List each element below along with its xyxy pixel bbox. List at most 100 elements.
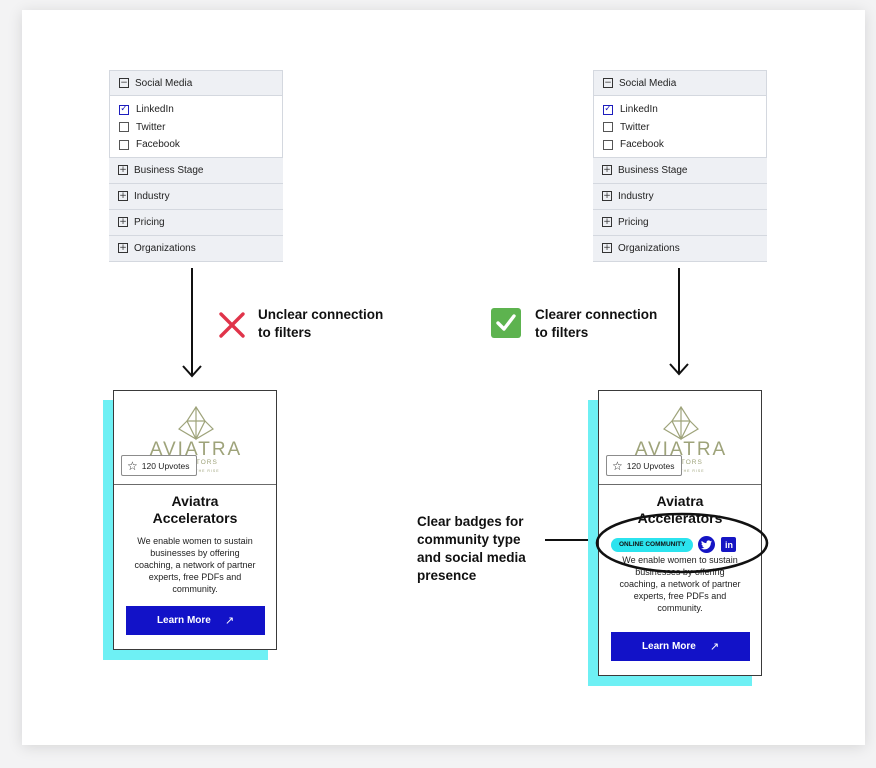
logo-tagline: N THE RISE [190, 469, 220, 473]
desc-line: We enable women to sustain [137, 536, 253, 546]
minus-icon[interactable]: − [603, 78, 613, 88]
filter-panel-right: − Social Media ✓ LinkedIn Twitter Faceboo… [593, 70, 767, 262]
checkbox-icon[interactable] [119, 122, 129, 133]
note-line: Clear badges for [417, 514, 524, 529]
plus-icon[interactable]: + [602, 191, 612, 201]
logo-subtext: ERATORS [665, 459, 703, 466]
accordion-business-stage[interactable]: + Business Stage [109, 157, 283, 184]
plus-icon[interactable]: + [118, 243, 128, 253]
card-title: Aviatra Accelerators [114, 493, 276, 527]
option-label: LinkedIn [136, 104, 174, 116]
desc-line: businesses by offering [150, 548, 240, 558]
star-icon: ☆ [612, 458, 623, 473]
accordion-label: Pricing [618, 216, 649, 228]
accordion-label: Organizations [618, 242, 680, 254]
note-line: community type [417, 532, 521, 547]
checkbox-icon[interactable] [603, 122, 613, 133]
company-card-left: AVIATRA ERATORS N THE RISE ☆ 120 Upvotes… [113, 390, 277, 650]
accordion-industry[interactable]: +Industry [109, 183, 283, 210]
plus-icon[interactable]: + [118, 191, 128, 201]
option-twitter[interactable]: Twitter [110, 119, 282, 137]
accordion-label: Industry [618, 190, 654, 202]
desc-line: coaching, a network of partner [619, 579, 741, 589]
accordion-label: Pricing [134, 216, 165, 228]
desc-line: community. [172, 584, 218, 594]
twitter-icon[interactable] [698, 536, 716, 553]
minus-icon[interactable]: − [119, 78, 129, 88]
note-clearer: Clearer connection to filters [535, 306, 657, 342]
option-label: Facebook [620, 139, 664, 151]
desc-line: experts, free PDFs and [148, 572, 242, 582]
option-label: Twitter [136, 121, 166, 133]
accordion-pricing[interactable]: + Pricing [109, 209, 283, 236]
option-linkedin[interactable]: ✓ LinkedIn [594, 101, 766, 119]
button-label: Learn More [641, 641, 696, 652]
accordion-social-media[interactable]: − Social Media [593, 70, 767, 96]
button-label: Learn More [156, 615, 211, 626]
accordion-pricing[interactable]: + Pricing [593, 209, 767, 236]
note-line: Unclear connection [258, 307, 384, 322]
upvote-count: 120 Upvotes [141, 460, 190, 471]
upvote-button[interactable]: ☆ 120 Upvotes [121, 455, 197, 476]
check-mark-icon [491, 308, 521, 338]
desc-line: community. [657, 603, 703, 613]
upvote-button[interactable]: ☆ 120 Upvotes [606, 455, 682, 476]
plus-icon[interactable]: + [118, 165, 128, 175]
accordion-label: Business Stage [134, 164, 204, 176]
title-line: Aviatra [656, 493, 704, 509]
checkbox-checked-icon[interactable]: ✓ [119, 104, 129, 115]
option-facebook[interactable]: Facebook [110, 136, 282, 154]
accordion-label: Social Media [135, 77, 193, 89]
social-media-options: ✓ LinkedIn Twitter Facebook [593, 96, 767, 158]
logo-wordmark: AVIATRA [634, 439, 728, 460]
learn-more-button[interactable]: Learn More ↗ [126, 606, 265, 635]
accordion-label: Business Stage [618, 164, 688, 176]
checkbox-checked-icon[interactable]: ✓ [603, 104, 613, 115]
down-arrow-left [182, 268, 202, 378]
option-linkedin[interactable]: ✓ LinkedIn [110, 101, 282, 119]
accordion-social-media[interactable]: − Social Media [109, 70, 283, 96]
option-facebook[interactable]: Facebook [594, 136, 766, 154]
plus-icon[interactable]: + [602, 217, 612, 227]
filter-panel-left: − Social Media ✓ LinkedIn Twitter Faceboo… [109, 70, 283, 262]
logo-subtext: ERATORS [180, 459, 218, 466]
checkbox-icon[interactable] [119, 139, 129, 150]
card-image: AVIATRA ERATORS N THE RISE ☆ 120 Upvotes [599, 391, 761, 485]
linkedin-icon[interactable]: in [721, 537, 737, 552]
checkbox-icon[interactable] [603, 139, 613, 150]
aviatra-logo-icon [178, 405, 214, 441]
note-line: Clearer connection [535, 307, 658, 322]
accordion-industry[interactable]: + Industry [593, 183, 767, 210]
desc-line: coaching, a network of partner [134, 560, 256, 570]
card-badges: ONLINE COMMUNITY in [611, 536, 737, 553]
option-twitter[interactable]: Twitter [594, 119, 766, 137]
accordion-business-stage[interactable]: + Business Stage [593, 157, 767, 184]
note-unclear: Unclear connection to filters [258, 306, 383, 342]
plus-icon[interactable]: + [602, 243, 612, 253]
down-arrow-right [669, 268, 689, 376]
note-line: to filters [535, 325, 589, 340]
logo-wordmark: AVIATRA [149, 439, 243, 460]
aviatra-logo-icon [663, 405, 699, 441]
online-community-badge: ONLINE COMMUNITY [611, 537, 694, 552]
arrow-up-right-icon: ↗ [224, 614, 235, 627]
plus-icon[interactable]: + [118, 217, 128, 227]
learn-more-button[interactable]: Learn More ↗ [611, 632, 750, 661]
plus-icon[interactable]: + [602, 165, 612, 175]
accordion-organizations[interactable]: + Organizations [109, 235, 283, 262]
note-line: to filters [258, 325, 312, 340]
card-image: AVIATRA ERATORS N THE RISE ☆ 120 Upvotes [114, 391, 276, 485]
desc-line: We enable women to sustain [622, 555, 738, 565]
highlight-ellipse [595, 512, 769, 574]
accordion-label: Social Media [619, 77, 677, 89]
upvote-count: 120 Upvotes [626, 460, 675, 471]
option-label: LinkedIn [620, 104, 658, 116]
accordion-label: Organizations [134, 242, 196, 254]
option-label: Facebook [136, 139, 180, 151]
title-line: Aviatra [171, 493, 219, 509]
option-label: Twitter [620, 121, 650, 133]
note-line: and social media [417, 550, 526, 565]
arrow-up-right-icon: ↗ [709, 640, 720, 653]
accordion-organizations[interactable]: + Organizations [593, 235, 767, 262]
x-mark-icon [219, 312, 245, 338]
